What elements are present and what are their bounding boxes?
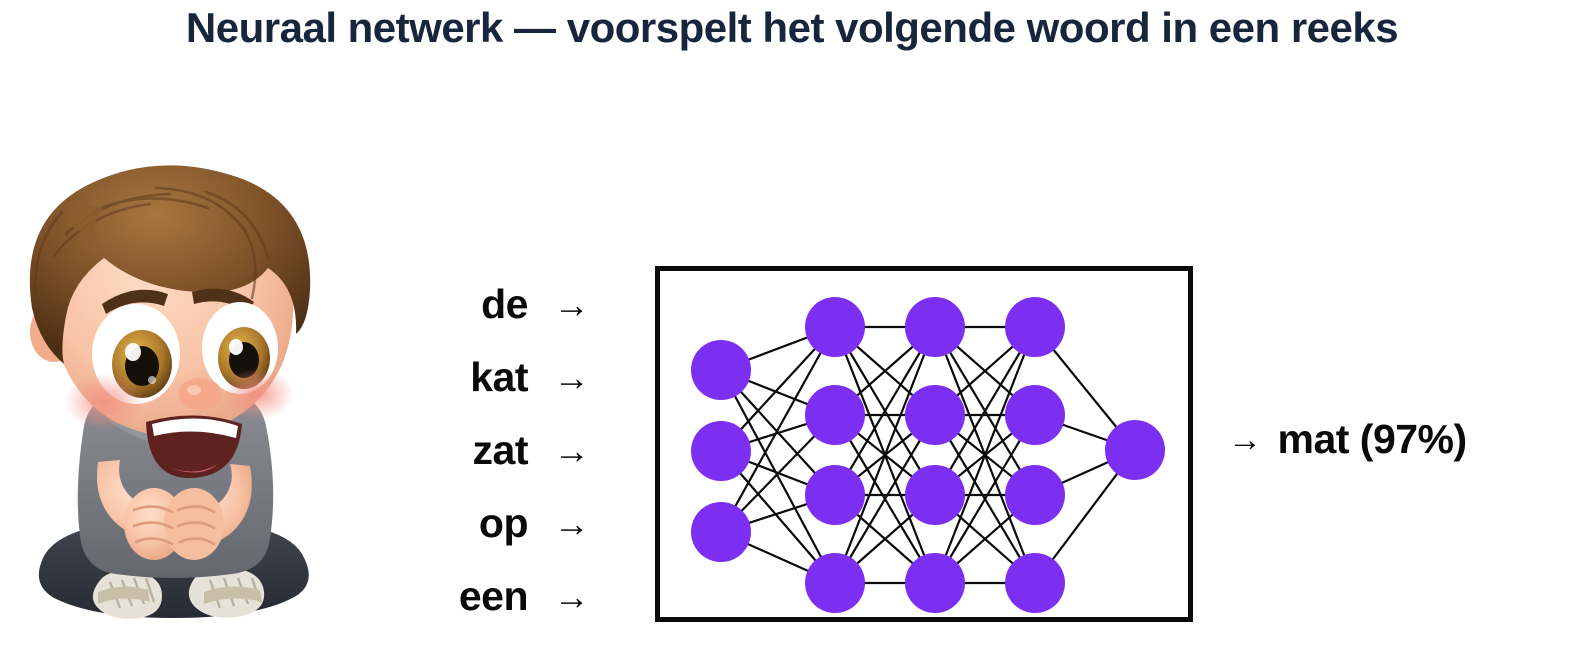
network-node-hidden-layer-1-4: [805, 553, 865, 613]
input-word-2: kat: [470, 354, 528, 400]
network-node-hidden-layer-2-1: [905, 297, 965, 357]
list-item: een →: [380, 560, 615, 633]
cartoon-boy-illustration: [6, 126, 336, 622]
arrow-right-icon: →: [553, 429, 590, 471]
network-graph: [691, 297, 1165, 613]
network-edge: [834, 326, 936, 496]
input-sequence-list: de → kat → zat → op → een →: [380, 268, 615, 633]
network-node-hidden-layer-1-2: [805, 385, 865, 445]
list-item: kat →: [380, 341, 615, 414]
network-edges: [720, 325, 1136, 585]
list-item: op →: [380, 487, 615, 560]
arrow-right-icon: →: [553, 283, 590, 325]
network-node-hidden-layer-1-1: [805, 297, 865, 357]
network-node-hidden-layer-3-3: [1005, 465, 1065, 525]
network-nodes: [691, 297, 1165, 613]
input-word-5: een: [458, 573, 529, 619]
input-word-3: zat: [472, 427, 529, 473]
network-edge: [720, 369, 836, 584]
arrow-right-icon: →: [1228, 420, 1262, 459]
boy-eyebrow-left: [102, 289, 168, 314]
network-node-input-layer-2: [691, 421, 751, 481]
prediction-output: → mat (97%): [1228, 419, 1467, 460]
network-edge: [833, 326, 937, 584]
network-edge: [933, 326, 1037, 584]
neural-network-diagram: [655, 266, 1193, 622]
network-node-input-layer-1: [691, 340, 751, 400]
input-word-1: de: [481, 281, 528, 327]
network-node-hidden-layer-2-3: [905, 465, 965, 525]
arrow-right-icon: →: [553, 356, 590, 398]
network-node-hidden-layer-2-2: [905, 385, 965, 445]
network-node-hidden-layer-3-4: [1005, 553, 1065, 613]
boy-mouth: [146, 415, 242, 479]
page-title: Neuraal netwerk — voorspelt het volgende…: [185, 4, 1399, 51]
boy-cheek-right: [222, 368, 294, 420]
boy-cheek-left: [64, 374, 144, 430]
network-node-hidden-layer-2-4: [905, 553, 965, 613]
input-word-4: op: [478, 500, 529, 546]
network-node-hidden-layer-1-3: [805, 465, 865, 525]
network-node-output-layer-1: [1105, 420, 1165, 480]
boy-hands: [97, 460, 252, 560]
network-edge: [834, 414, 936, 584]
network-node-hidden-layer-3-2: [1005, 385, 1065, 445]
network-edge: [934, 326, 1036, 496]
list-item: de →: [380, 268, 615, 341]
list-item: zat →: [380, 414, 615, 487]
network-node-hidden-layer-3-1: [1005, 297, 1065, 357]
network-edge: [934, 414, 1036, 584]
network-edge: [720, 326, 836, 533]
boy-nose: [178, 378, 222, 410]
arrow-right-icon: →: [553, 575, 590, 617]
boy-head: [29, 165, 311, 479]
network-node-input-layer-3: [691, 502, 751, 562]
prediction-text: mat (97%): [1277, 416, 1468, 462]
arrow-right-icon: →: [553, 502, 590, 544]
